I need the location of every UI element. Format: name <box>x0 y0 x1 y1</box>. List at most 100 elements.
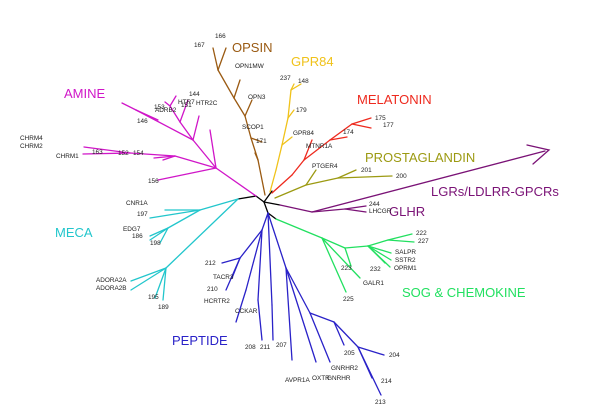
leaf-label: 156 <box>148 178 159 185</box>
lgr-glhr-clade <box>279 144 551 213</box>
leaf-label: CHRM1 <box>56 153 79 160</box>
leaf-label: CHRM4 <box>20 135 43 142</box>
melatonin-branch <box>303 139 331 161</box>
melatonin-branch <box>271 174 293 194</box>
sog-branch <box>344 247 352 267</box>
lgr-branch <box>344 205 367 210</box>
leaf-label: 195 <box>148 294 159 301</box>
amine-branch <box>82 152 131 155</box>
leaf-label: AVPR1A <box>285 377 310 384</box>
opsin-branch <box>250 137 263 143</box>
sog-branch <box>367 245 392 254</box>
prostaglandin-clade <box>274 169 393 199</box>
leaf-label: 175 <box>375 115 386 122</box>
peptide-branch <box>239 229 263 259</box>
sog-clade <box>275 218 415 293</box>
leaf-label: 186 <box>132 233 143 240</box>
amine-branch <box>174 155 217 169</box>
sog-branch <box>344 245 369 249</box>
core-branch <box>263 201 281 206</box>
amine-branch <box>169 105 181 123</box>
leaf-label: SALPR <box>395 249 416 256</box>
leaf-label: 207 <box>276 342 287 349</box>
leaf-label: ADORA2A <box>96 277 127 284</box>
amine-branch <box>192 115 200 141</box>
amine-branch <box>179 99 189 123</box>
group-label-glhr: GLHR <box>389 204 425 219</box>
leaf-label: CCKAR <box>235 308 258 315</box>
leaf-label: 189 <box>158 304 169 311</box>
leaf-label: 174 <box>343 129 354 136</box>
melatonin-clade <box>271 117 372 194</box>
lgr-branch <box>279 204 313 213</box>
gpr84-branch <box>281 117 289 146</box>
leaf-label: 204 <box>389 352 400 359</box>
leaf-label: GNRHR <box>327 375 351 382</box>
leaf-label: 210 <box>207 286 218 293</box>
sog-branch <box>321 237 346 249</box>
prostaglandin-branch <box>337 169 357 179</box>
meca-branch <box>167 209 201 229</box>
amine-branch <box>153 155 176 159</box>
leaf-label: 198 <box>150 240 161 247</box>
leaf-label: 237 <box>280 75 291 82</box>
opsin-branch <box>244 115 252 139</box>
opsin-branch <box>233 97 246 117</box>
leaf-label: HCRTR2 <box>204 298 230 305</box>
leaf-label: 167 <box>194 42 205 49</box>
sog-branch <box>387 233 413 241</box>
lgr-branch <box>311 150 546 213</box>
melatonin-branch <box>303 139 313 161</box>
peptide-branch <box>309 312 331 363</box>
leaf-label: 171 <box>256 138 267 145</box>
leaf-label: 177 <box>383 122 394 129</box>
group-label-meca: MECA <box>55 225 93 240</box>
opsin-branch <box>217 47 227 71</box>
opsin-branch <box>233 79 241 99</box>
leaf-label: 208 <box>245 344 256 351</box>
leaf-label: GALR1 <box>363 280 384 287</box>
peptide-branch <box>285 267 293 361</box>
leaf-label: 146 <box>137 118 148 125</box>
meca-branch <box>149 209 201 219</box>
group-labels: OPSIN GPR84 MELATONIN AMINE PROSTAGLANDI… <box>55 40 559 348</box>
gpr84-branch <box>269 169 277 193</box>
core-branch <box>267 212 277 220</box>
sog-branch <box>321 237 361 279</box>
melatonin-branch <box>291 159 305 176</box>
opsin-branch <box>257 159 266 196</box>
opsin-branch <box>254 152 259 161</box>
amine-branch <box>164 101 171 107</box>
group-label-melatonin: MELATONIN <box>357 92 432 107</box>
leaf-label: 179 <box>296 107 307 114</box>
meca-branch <box>154 267 167 299</box>
leaf-label: 227 <box>418 238 429 245</box>
core-branch <box>263 190 273 203</box>
prostaglandin-branch <box>305 169 317 186</box>
amine-clade <box>82 95 257 197</box>
leaf-label: GPR84 <box>293 130 314 137</box>
peptide-branch <box>333 321 359 348</box>
group-label-opsin: OPSIN <box>232 40 272 55</box>
amine-branch <box>83 146 131 154</box>
peptide-branch <box>309 312 335 323</box>
leaf-label: 232 <box>370 266 381 273</box>
leaf-label: EDG7 <box>123 226 141 233</box>
amine-branch <box>209 129 217 169</box>
leaf-label: GNRHR2 <box>331 365 358 372</box>
leaf-label: TACR3 <box>213 274 234 281</box>
melatonin-branch <box>351 117 372 125</box>
leaf-label: SCOP1 <box>242 124 264 131</box>
leaf-label: OPRM1 <box>394 265 417 272</box>
peptide-branch <box>285 267 311 314</box>
leaf-label: LHCGR <box>369 208 392 215</box>
leaf-label: CHRM2 <box>20 143 43 150</box>
peptide-branch <box>235 289 247 323</box>
leaf-label: OPN3 <box>248 94 266 101</box>
meca-branch <box>162 267 167 301</box>
group-label-lgr: LGRs/LDLRR-GPCRs <box>431 184 559 199</box>
amine-branch <box>129 152 176 157</box>
leaf-label: 211 <box>260 344 271 351</box>
amine-branch <box>157 167 217 181</box>
meca-branch <box>159 227 169 244</box>
